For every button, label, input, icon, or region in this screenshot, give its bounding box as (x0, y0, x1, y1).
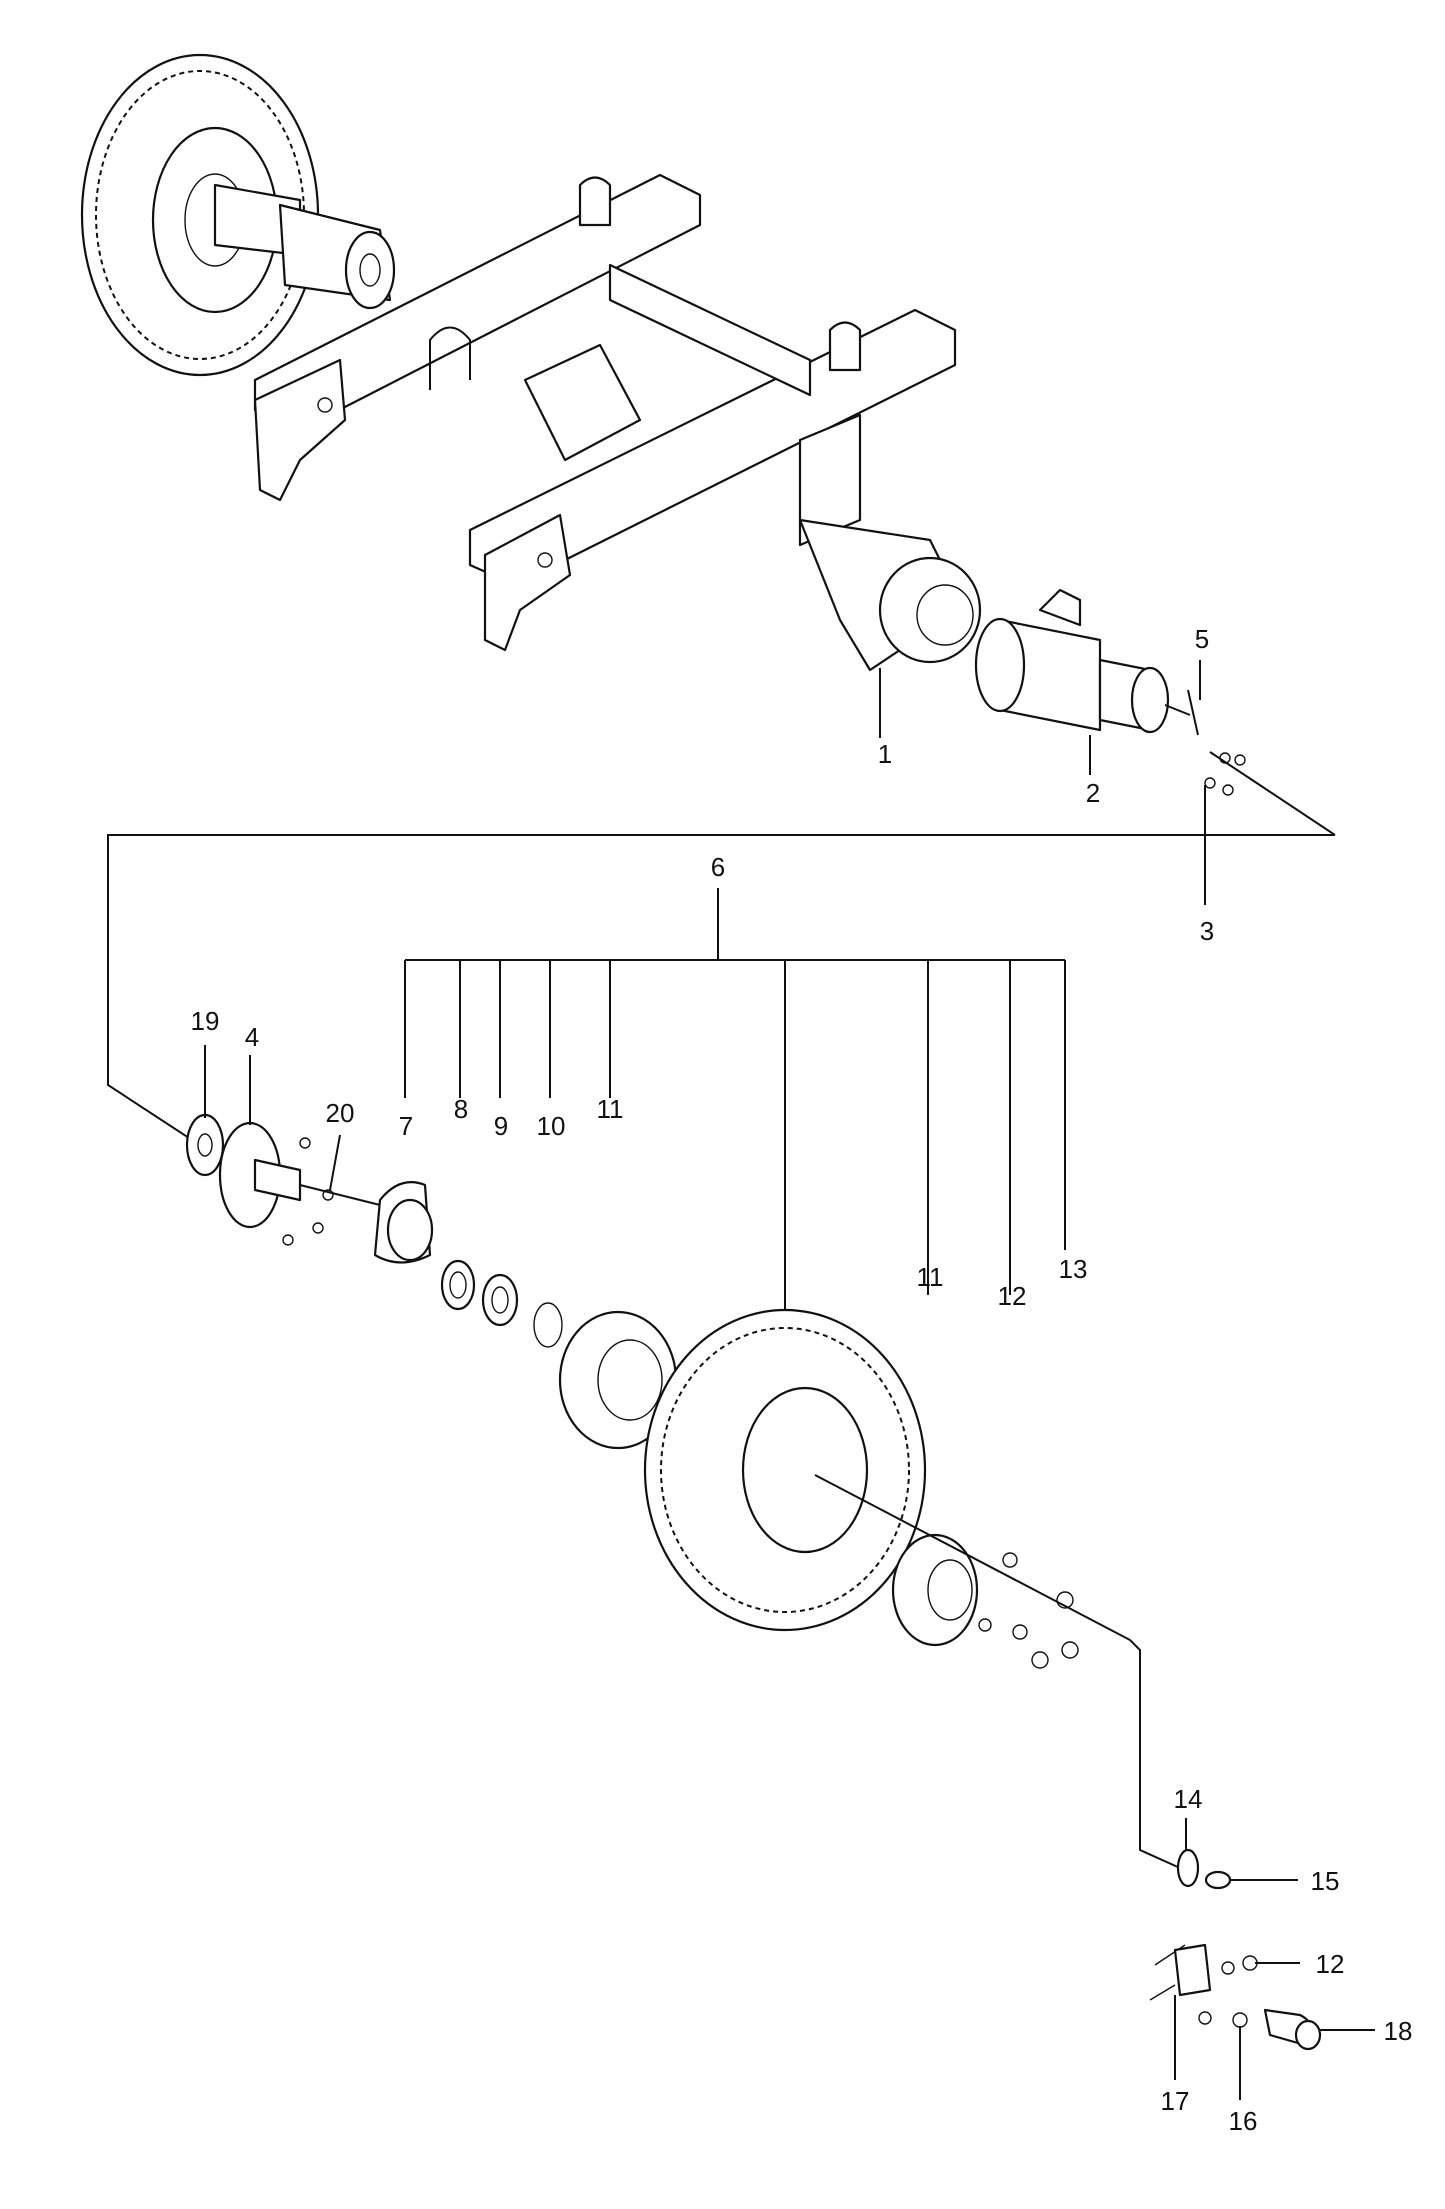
callout-17: 17 (1161, 2086, 1190, 2116)
callout-11: 11 (597, 1094, 624, 1124)
callout-13: 13 (1059, 1254, 1088, 1284)
callout-5: 5 (1195, 624, 1209, 654)
motor-illustration (974, 588, 1246, 796)
callout-8: 8 (454, 1094, 468, 1124)
assembled-wheel-illustration (80, 53, 396, 377)
callout-12: 12 (1316, 1949, 1345, 1979)
callout-15: 15 (1311, 1866, 1340, 1896)
exploded-hub-illustration (185, 1113, 1131, 1669)
callout-10: 10 (537, 1111, 566, 1141)
pin-assembly-illustration (1149, 1943, 1322, 2051)
callout-7: 7 (399, 1111, 413, 1141)
callout-4: 4 (245, 1022, 259, 1052)
callout-18: 18 (1384, 2016, 1413, 2046)
callout-1: 1 (878, 739, 892, 769)
callout-16: 16 (1229, 2106, 1258, 2136)
callout-19: 19 (191, 1006, 220, 1036)
washer-and-clip-illustration (1176, 1848, 1232, 1890)
frame-illustration (253, 173, 982, 672)
callout-20: 20 (326, 1098, 355, 1128)
callout-14: 14 (1174, 1784, 1203, 1814)
callout-3: 3 (1200, 916, 1214, 946)
callout-2: 2 (1086, 778, 1100, 808)
callout-11: 11 (917, 1262, 944, 1292)
callout-9: 9 (494, 1111, 508, 1141)
callout-6: 6 (711, 852, 725, 882)
callout-12: 12 (998, 1281, 1027, 1311)
